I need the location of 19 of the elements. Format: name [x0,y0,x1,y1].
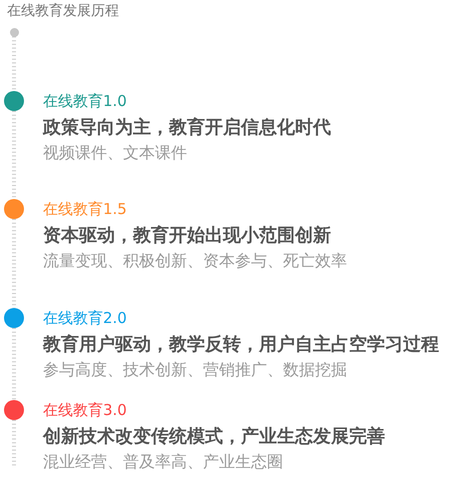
stage-label: 在线教育1.5 [43,199,127,219]
stage-keywords: 视频课件、文本课件 [43,143,187,163]
timeline-dot [4,400,24,420]
stage-label: 在线教育1.0 [43,91,127,111]
title: 在线教育发展历程 [7,2,119,20]
stage-keywords: 混业经营、普及率高、产业生态圈 [43,452,283,472]
stage-keywords: 流量变现、积极创新、资本参与、死亡效率 [43,251,347,271]
stage-label: 在线教育2.0 [43,308,127,328]
timeline-line [12,36,16,91]
stage-title: 创新技术改变传统模式，产业生态发展完善 [43,425,385,449]
timeline-dot [10,28,18,36]
stage-title: 教育用户驱动，教学反转，用户自主占空学习过程 [43,333,439,357]
stage-keywords: 参与高度、技术创新、营销推广、数据挖掘 [43,360,347,380]
stage-label: 在线教育3.0 [43,400,127,420]
stage-title: 资本驱动，教育开始出现小范围创新 [43,224,331,248]
timeline-dot [4,199,24,219]
timeline-dot [4,91,24,111]
stage-title: 政策导向为主，教育开启信息化时代 [43,116,331,140]
timeline-dot [4,308,24,328]
